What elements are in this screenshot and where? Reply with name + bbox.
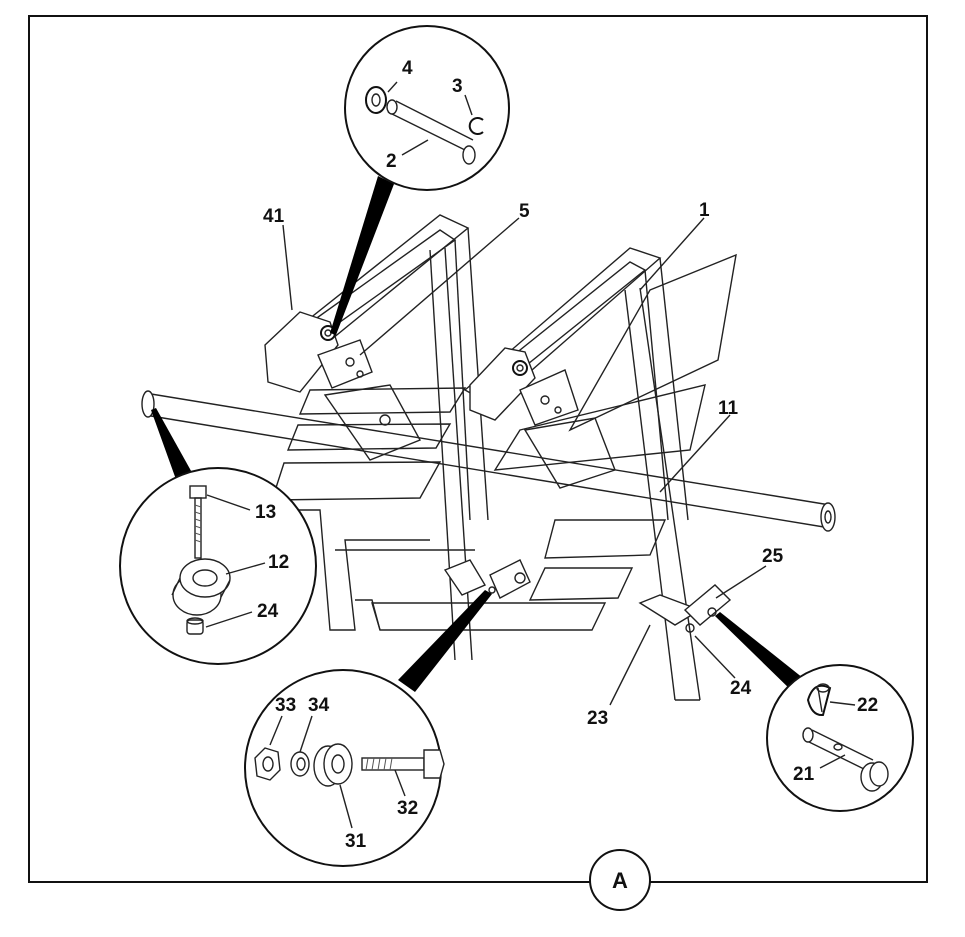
callout-labels: 4 3 2 41 5 1 11 13 12 24 25 24 23 22 21 … [255, 58, 878, 852]
leader-lines [282, 81, 767, 706]
callout-23: 23 [587, 708, 608, 729]
callout-3: 3 [452, 76, 463, 97]
detail-circle-collar [119, 467, 317, 665]
callout-1: 1 [699, 200, 710, 221]
pointer-wedge-left [151, 408, 195, 485]
lower-brackets [443, 559, 732, 633]
setscrew-part-24-left [186, 617, 204, 635]
spacer-part-31 [313, 743, 353, 787]
pointer-wedge-right [715, 612, 808, 694]
diagram-frame [28, 15, 928, 883]
sheet-label-badge: A [589, 849, 651, 911]
washer-part-4 [365, 86, 387, 114]
detail-circle-lynch-pin [766, 664, 914, 812]
decal-plates [271, 253, 737, 631]
callout-32: 32 [397, 798, 418, 819]
pointer-wedge-bottom [398, 590, 492, 692]
callout-21: 21 [793, 764, 815, 785]
pointer-wedge-top [330, 176, 394, 335]
callout-24-right: 24 [730, 678, 752, 699]
pin-part-21 [802, 727, 889, 792]
detail-circle-bolt [244, 669, 445, 867]
callout-12: 12 [268, 552, 289, 573]
callout-31: 31 [345, 831, 367, 852]
sheet-label: A [612, 868, 628, 893]
callout-5: 5 [519, 201, 530, 222]
left-frame [264, 214, 489, 661]
cross-bar [141, 390, 836, 532]
callout-22: 22 [857, 695, 878, 716]
collar-part-12 [171, 558, 231, 616]
nut-part-33 [254, 747, 281, 781]
callout-11: 11 [718, 398, 739, 419]
screw-part-13 [189, 485, 207, 559]
clip-part-3 [468, 117, 484, 135]
callout-2: 2 [386, 151, 397, 172]
bolt-part-32 [361, 749, 445, 779]
callout-4: 4 [402, 58, 413, 79]
callout-13: 13 [255, 502, 276, 523]
callout-25: 25 [762, 546, 784, 567]
callout-24-left: 24 [257, 601, 279, 622]
pin-part-2 [386, 99, 476, 165]
detail-circle-pin [344, 25, 510, 191]
callout-34: 34 [308, 695, 330, 716]
callout-41: 41 [263, 206, 285, 227]
washer-part-34 [290, 751, 310, 777]
main-assembly [141, 214, 836, 701]
callout-33: 33 [275, 695, 296, 716]
lynch-clip-part-22 [806, 683, 832, 717]
right-frame [463, 247, 701, 701]
